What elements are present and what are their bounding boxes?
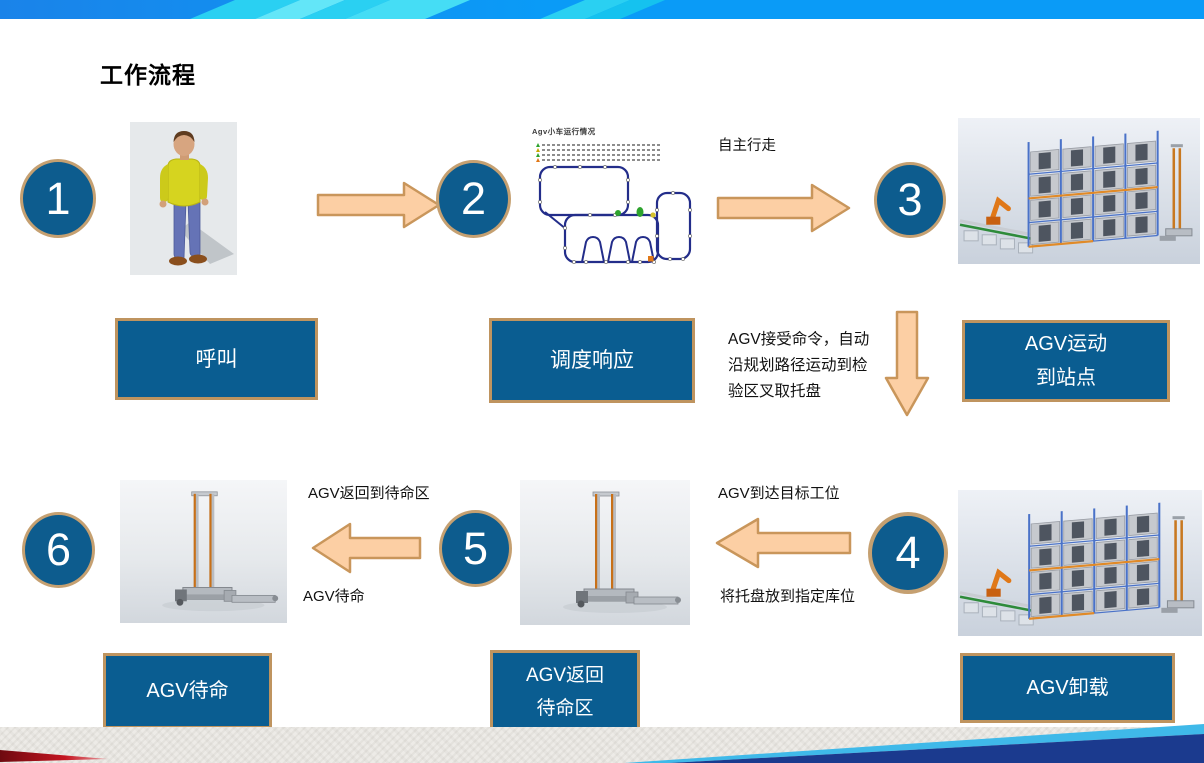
label-box-call: 呼叫 bbox=[115, 318, 318, 400]
label-box-text: AGV卸载 bbox=[1026, 677, 1109, 699]
flow-arrow-down bbox=[884, 310, 930, 417]
log-text-bar bbox=[542, 148, 660, 152]
label-arrive-target: AGV到达目标工位 bbox=[718, 485, 840, 502]
flow-arrow-right-2 bbox=[716, 183, 851, 233]
step-number: 2 bbox=[460, 173, 487, 224]
log-text-bar bbox=[542, 143, 660, 147]
command-line: 验区叉取托盘 bbox=[728, 383, 822, 400]
warning-triangle-icon bbox=[536, 153, 540, 157]
label-box-text: 到站点 bbox=[1036, 367, 1096, 389]
label-place-pallet: 将托盘放到指定库位 bbox=[720, 588, 856, 605]
map-log-row bbox=[536, 153, 660, 157]
log-text-bar bbox=[542, 153, 660, 157]
label-box-move-to-station: AGV运动 到站点 bbox=[962, 320, 1170, 402]
label-auto-walk: 自主行走 bbox=[718, 138, 776, 154]
footer-texture-band bbox=[0, 727, 1204, 763]
map-log-row bbox=[536, 143, 660, 147]
agv-marker-orange bbox=[648, 256, 654, 262]
step-number: 5 bbox=[462, 522, 489, 574]
label-box-text: AGV待命 bbox=[146, 680, 229, 702]
agv-marker-green bbox=[615, 210, 621, 216]
map-log-row bbox=[536, 158, 660, 162]
step-circle-3: 3 bbox=[874, 162, 946, 238]
warehouse-rack-image-bottom bbox=[958, 490, 1202, 636]
agv-marker-yellow bbox=[650, 212, 656, 218]
label-agv-standby: AGV待命 bbox=[303, 588, 365, 605]
label-box-text: AGV运动 bbox=[1024, 333, 1108, 355]
step-circle-5: 5 bbox=[439, 510, 512, 587]
label-return-standby-area: AGV返回到待命区 bbox=[308, 485, 430, 502]
flow-arrow-left-1 bbox=[311, 522, 422, 574]
flow-arrow-left-2 bbox=[715, 517, 852, 569]
page-title: 工作流程 bbox=[100, 62, 196, 88]
step-circle-2: 2 bbox=[436, 160, 511, 238]
route-diagram bbox=[538, 165, 692, 264]
step-number: 4 bbox=[895, 527, 921, 578]
step-number: 6 bbox=[45, 524, 72, 575]
step-number: 3 bbox=[897, 174, 923, 225]
label-box-text: 待命区 bbox=[536, 697, 594, 719]
warehouse-rack-image-top bbox=[958, 118, 1200, 264]
step-number: 1 bbox=[45, 172, 71, 224]
label-command-description: AGV接受命令，自动 沿规划路径运动到检 验区叉取托盘 bbox=[728, 327, 869, 405]
label-box-dispatch: 调度响应 bbox=[489, 318, 695, 403]
warning-triangle-icon bbox=[536, 158, 540, 162]
step-circle-1: 1 bbox=[20, 159, 96, 238]
operator-person-image bbox=[130, 122, 237, 275]
warning-triangle-icon bbox=[536, 143, 540, 147]
label-box-standby: AGV待命 bbox=[103, 653, 272, 729]
header-decoration-bar bbox=[0, 0, 1204, 19]
label-box-text: 调度响应 bbox=[550, 349, 634, 372]
log-text-bar bbox=[542, 158, 660, 162]
step-circle-6: 6 bbox=[22, 512, 95, 588]
footer-blue-wedge bbox=[624, 724, 1204, 763]
label-box-unload: AGV卸载 bbox=[960, 653, 1175, 723]
agv-vehicle-image-center bbox=[520, 480, 690, 625]
command-line: 沿规划路径运动到检 bbox=[728, 357, 868, 374]
label-box-text: 呼叫 bbox=[195, 347, 238, 371]
map-title: Agv小车运行情况 bbox=[532, 127, 596, 136]
footer-red-wedge bbox=[0, 750, 108, 762]
flow-arrow-right-1 bbox=[316, 181, 441, 229]
agv-route-map-image: Agv小车运行情况 bbox=[520, 118, 712, 278]
agv-vehicle-image-left bbox=[120, 480, 287, 623]
label-box-text: AGV返回 bbox=[525, 664, 605, 686]
command-line: AGV接受命令，自动 bbox=[728, 331, 870, 348]
warning-triangle-icon bbox=[536, 148, 540, 152]
agv-marker-green bbox=[636, 207, 644, 217]
map-log-row bbox=[536, 148, 660, 152]
step-circle-4: 4 bbox=[868, 512, 948, 594]
